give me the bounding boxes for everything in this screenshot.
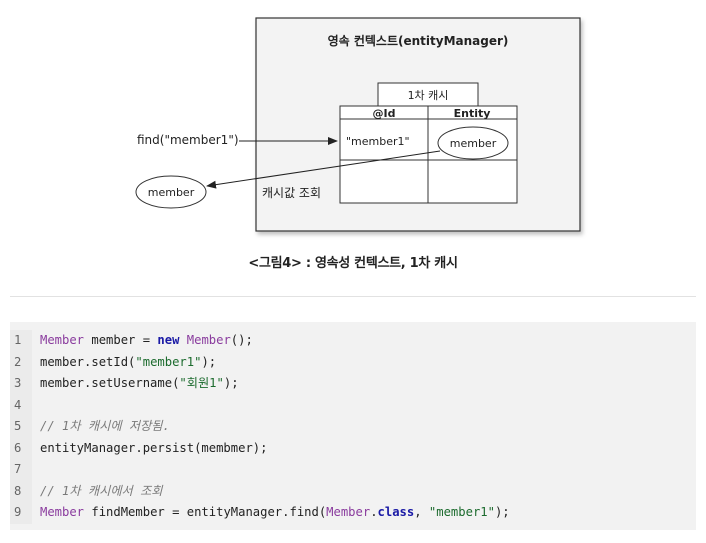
line-number: 8: [10, 480, 32, 502]
persistence-context-diagram: 영속 컨텍스트(entityManager) 1차 캐시 @Id Entity …: [135, 17, 581, 232]
code-text: ,: [414, 505, 429, 519]
type-token: Member: [40, 505, 85, 519]
line-number: 4: [10, 394, 32, 416]
section-divider: [10, 296, 696, 297]
code-text: .: [370, 505, 378, 519]
line-number: 6: [10, 437, 32, 459]
code-line: 1 Member member = new Member();: [10, 330, 696, 352]
find-call-label: find("member1"): [137, 133, 239, 147]
code-text: );: [223, 376, 239, 390]
cached-entity-label: member: [450, 137, 497, 150]
code-line: 3 member.setUsername("회원1");: [10, 373, 696, 395]
line-number: 3: [10, 373, 32, 395]
code-text: member.setUsername(: [40, 376, 180, 390]
code-line: 4: [10, 394, 696, 416]
code-line: 7: [10, 459, 696, 481]
string-token: "member1": [135, 354, 202, 369]
code-text: member.setId(: [40, 354, 136, 369]
column-id-header: @Id: [373, 107, 396, 120]
cached-entity-ellipse: [437, 126, 509, 160]
code-line: 5 // 1차 캐시에 저장됨.: [10, 416, 696, 438]
string-token: "member1": [428, 505, 495, 519]
code-line: 6 entityManager.persist(membmer);: [10, 437, 696, 459]
line-number: 1: [10, 330, 32, 352]
cache-row-id: "member1": [346, 135, 410, 148]
line-number: 2: [10, 351, 32, 373]
type-token: Member: [186, 333, 231, 347]
code-text: entityManager.persist(membmer);: [40, 440, 268, 455]
code-text: [179, 330, 186, 352]
code-block: 1 Member member = new Member(); 2 member…: [10, 322, 696, 530]
type-token: Member: [326, 505, 371, 519]
code-text: );: [494, 505, 510, 519]
container-title: 영속 컨텍스트(entityManager): [328, 33, 509, 48]
code-line: 8 // 1차 캐시에서 조회: [10, 480, 696, 502]
keyword-token: class: [377, 505, 415, 519]
code-line: 9 Member findMember = entityManager.find…: [10, 502, 696, 524]
string-token: "회원1": [179, 376, 224, 390]
column-entity-header: Entity: [454, 107, 491, 120]
code-line: 2 member.setId("member1");: [10, 351, 696, 373]
comment-token: // 1차 캐시에서 조회: [40, 483, 163, 498]
cache-lookup-label: 캐시값 조회: [262, 186, 321, 200]
line-number: 7: [10, 459, 32, 481]
keyword-token: new: [157, 333, 180, 347]
comment-token: // 1차 캐시에 저장됨.: [40, 419, 170, 433]
return-arrow: [206, 150, 441, 189]
figure-caption: <그림4> : 영속성 컨텍스트, 1차 캐시: [248, 256, 458, 271]
line-number: 9: [10, 502, 32, 524]
code-text: );: [201, 354, 217, 369]
type-token: Member: [40, 333, 85, 347]
returned-entity-label: member: [148, 186, 195, 199]
line-number: 5: [10, 416, 32, 438]
code-text: ();: [230, 333, 253, 347]
code-text: findMember = entityManager.find(: [84, 505, 327, 519]
cache-label: 1차 캐시: [408, 89, 449, 102]
returned-entity-ellipse: [135, 175, 207, 209]
code-text: member =: [84, 333, 158, 347]
